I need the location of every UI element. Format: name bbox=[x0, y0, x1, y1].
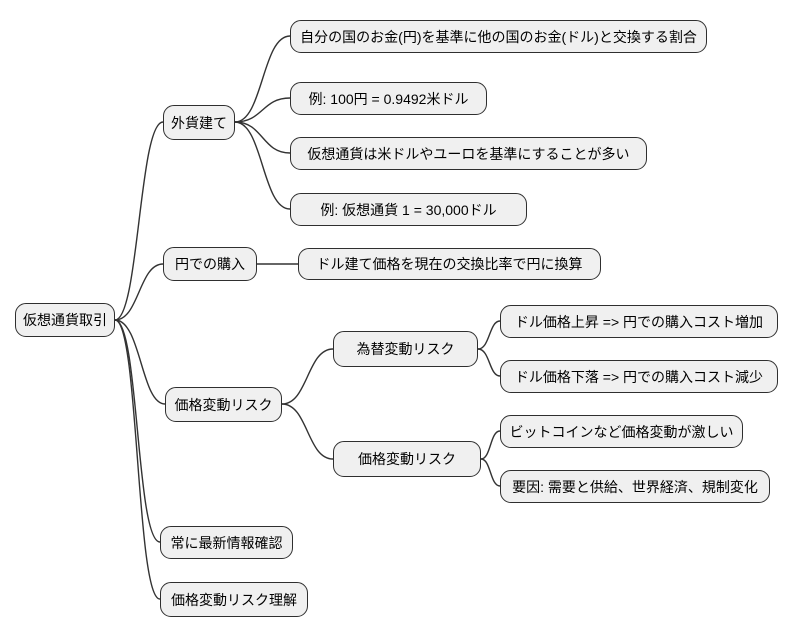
edge-root-to-risk-understanding bbox=[114, 319, 161, 600]
edge-root-to-latest-info bbox=[114, 319, 161, 543]
node-exchange-rate-definition: 自分の国のお金(円)を基準に他の国のお金(ドル)と交換する割合 bbox=[290, 20, 707, 53]
node-price-risk: 価格変動リスク bbox=[165, 387, 282, 422]
node-volatility-factors: 要因: 需要と供給、世界経済、規制変化 bbox=[500, 470, 770, 503]
edge-volatility-risk-to-bitcoin bbox=[480, 430, 501, 460]
edge-price-risk-to-volatility-risk bbox=[281, 403, 334, 460]
edge-volatility-risk-to-factors bbox=[480, 458, 501, 487]
node-yen-purchase: 円での購入 bbox=[163, 247, 257, 281]
node-root-crypto-trading: 仮想通貨取引 bbox=[15, 303, 115, 337]
edge-fx-risk-to-dollar-rise bbox=[477, 320, 501, 350]
edge-root-to-foreign-currency bbox=[114, 121, 164, 321]
edge-foreign-currency-to-example-30000usd bbox=[234, 121, 291, 210]
edge-fx-risk-to-dollar-fall bbox=[477, 348, 501, 377]
edge-price-risk-to-fx-risk bbox=[281, 348, 334, 405]
node-fx-dollar-rise: ドル価格上昇 => 円での購入コスト増加 bbox=[500, 305, 778, 338]
node-bitcoin-volatility: ビットコインなど価格変動が激しい bbox=[500, 415, 743, 448]
node-dollar-price-conversion: ドル建て価格を現在の交換比率で円に換算 bbox=[298, 248, 601, 280]
node-foreign-currency: 外貨建て bbox=[163, 105, 235, 140]
node-usd-euro-standard: 仮想通貨は米ドルやユーロを基準にすることが多い bbox=[290, 137, 647, 170]
edge-root-to-price-risk bbox=[114, 319, 166, 405]
edge-foreign-currency-to-usd-euro-standard bbox=[234, 121, 291, 154]
node-example-100yen: 例: 100円 = 0.9492米ドル bbox=[290, 82, 487, 115]
node-price-risk-understanding: 価格変動リスク理解 bbox=[160, 582, 308, 617]
node-fx-dollar-fall: ドル価格下落 => 円での購入コスト減少 bbox=[500, 360, 778, 393]
edge-root-to-yen-purchase bbox=[114, 263, 164, 321]
node-volatility-risk: 価格変動リスク bbox=[333, 441, 481, 477]
node-latest-info-check: 常に最新情報確認 bbox=[160, 526, 293, 559]
edge-foreign-currency-to-example-100yen bbox=[234, 97, 291, 123]
node-fx-risk: 為替変動リスク bbox=[333, 331, 478, 367]
node-example-30000usd: 例: 仮想通貨 1 = 30,000ドル bbox=[290, 193, 527, 226]
edge-foreign-currency-to-exchange-rate-def bbox=[234, 35, 291, 123]
